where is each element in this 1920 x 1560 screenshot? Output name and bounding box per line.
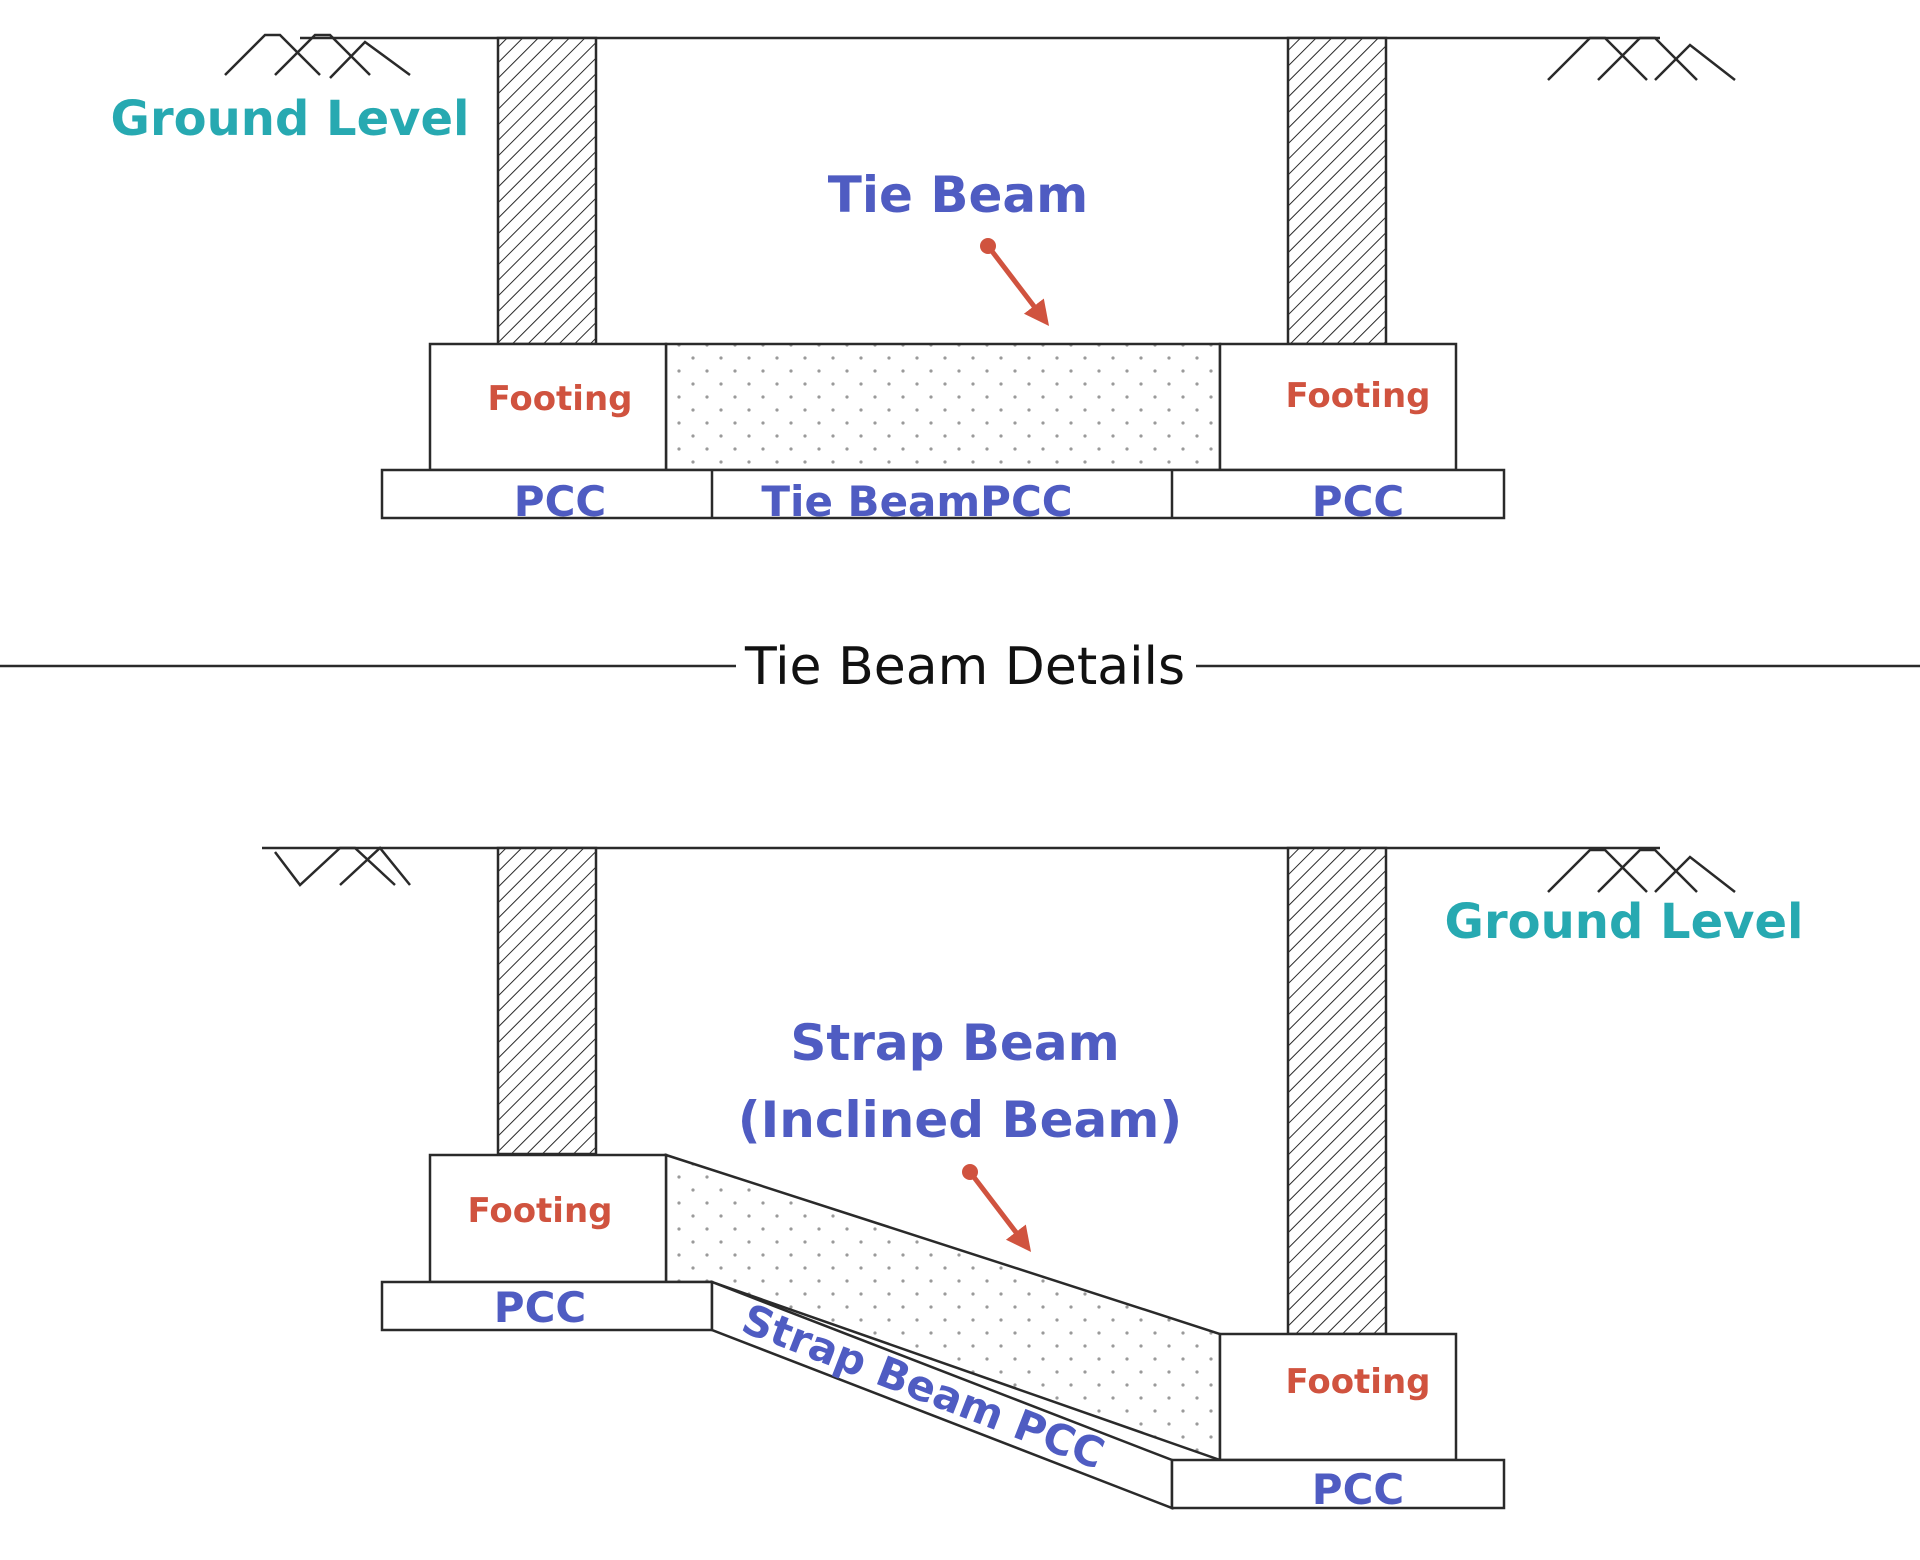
footing-label-left-top: Footing [487, 379, 632, 419]
pcc-strip-top [380, 468, 1506, 520]
footing-left-bottom [428, 1153, 668, 1284]
pcc-label-left-top: PCC [514, 477, 606, 526]
tie-beam-diagram: Ground Level Footing Footing PCC Tie Bea… [111, 33, 1736, 526]
page-title: Tie Beam Details [744, 637, 1185, 697]
strap-beam-label-line1: Strap Beam [790, 1014, 1119, 1072]
column-left-bottom [496, 846, 598, 1156]
pcc-label-right-top: PCC [1312, 477, 1404, 526]
ground-level-label-bottom: Ground Level [1445, 894, 1804, 950]
soil-symbol-top-right [1547, 36, 1736, 81]
tie-beam-label: Tie Beam [828, 166, 1088, 224]
strap-beam-diagram: Ground Level Footing Footing PCC Strap B… [262, 846, 1804, 1514]
soil-symbol-top-left [224, 33, 411, 79]
pcc-right-bottom [1170, 1458, 1506, 1510]
pcc-label-right-bottom: PCC [1312, 1465, 1404, 1514]
pcc-label-left-bottom: PCC [494, 1283, 586, 1332]
pcc-label-middle-top: Tie BeamPCC [761, 477, 1072, 526]
pointer-arrow-bottom [968, 1170, 1032, 1252]
footing-label-right-bottom: Footing [1285, 1362, 1430, 1402]
tie-beam [664, 342, 1222, 472]
ground-level-label-top: Ground Level [111, 91, 470, 147]
pointer-arrow-top [986, 244, 1050, 326]
soil-symbol-bottom-left [274, 846, 411, 887]
footing-label-right-top: Footing [1285, 376, 1430, 416]
column-right-bottom [1286, 846, 1388, 1336]
footing-right-bottom [1218, 1332, 1458, 1462]
soil-symbol-bottom-right [1547, 848, 1736, 893]
column-left-top [496, 36, 598, 346]
column-right-top [1286, 36, 1388, 346]
footing-right-top [1218, 342, 1458, 472]
title-divider: Tie Beam Details [0, 637, 1920, 697]
footing-label-left-bottom: Footing [467, 1191, 612, 1231]
strap-beam-label-line2: (Inclined Beam) [738, 1091, 1182, 1149]
